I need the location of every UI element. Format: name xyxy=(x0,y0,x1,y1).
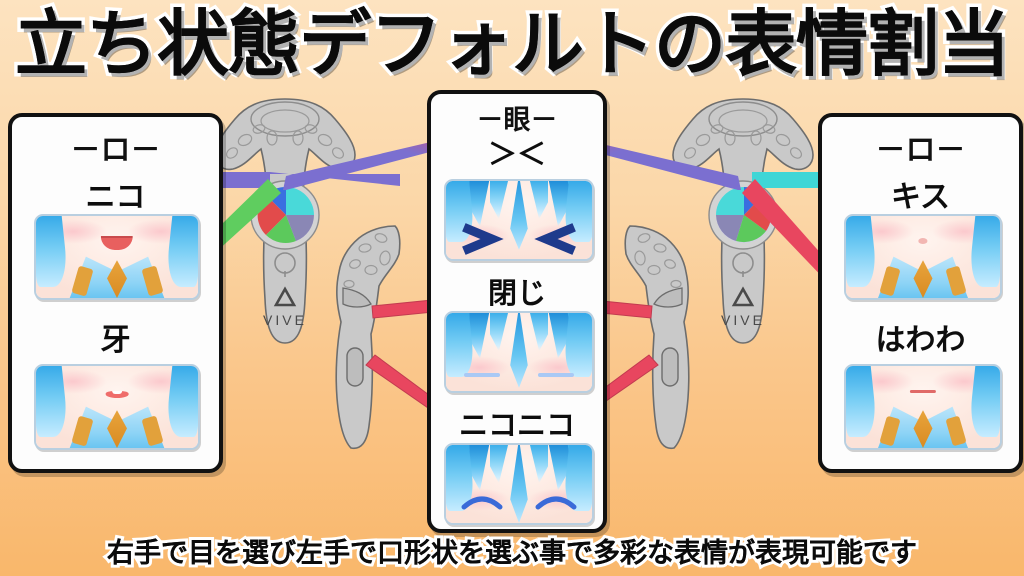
right-panel-header: －ロ－ xyxy=(875,134,966,167)
center-option-label-2: ニコニコ xyxy=(458,410,575,442)
closed-eyes-thumb[interactable] xyxy=(444,311,594,393)
right-trackpad[interactable] xyxy=(715,185,773,245)
center-option-label-0: ＞＜ xyxy=(487,139,546,171)
open-smile-mouth-thumb[interactable] xyxy=(34,214,200,300)
right-option-label-0: キス xyxy=(890,181,951,214)
kiss-mouth xyxy=(846,216,1000,298)
right-option-label-1: はわわ xyxy=(875,324,966,357)
center-eye-panel: －眼－ ＞＜ xyxy=(427,90,607,533)
open-smile-mouth xyxy=(36,216,198,298)
right-side-profile-controller[interactable] xyxy=(620,222,700,452)
left-panel-header: －ロ－ xyxy=(70,134,161,167)
svg-text:VIVE: VIVE xyxy=(263,312,307,328)
footer-caption-wrap: 右手で目を選び左手で口形状を選ぶ事で多彩な表情が表現可能です 右手で目を選び左手… xyxy=(0,535,1024,571)
center-option-label-1: 閉じ xyxy=(487,278,546,310)
flat-line-mouth-thumb[interactable] xyxy=(844,364,1002,450)
chevron-eyes xyxy=(446,181,592,259)
left-mouth-panel: －ロ－ ニコ 牙 xyxy=(8,113,223,473)
center-panel-header: －眼－ xyxy=(476,105,558,135)
chevron-eyes-thumb[interactable] xyxy=(444,179,594,261)
footer-caption: 右手で目を選び左手で口形状を選ぶ事で多彩な表情が表現可能です xyxy=(107,538,917,568)
left-option-label-0: ニコ xyxy=(85,181,146,214)
closed-eyes xyxy=(446,313,592,391)
smiling-arc-eyes-thumb[interactable] xyxy=(444,443,594,525)
footer-caption-stroke: 右手で目を選び左手で口形状を選ぶ事で多彩な表情が表現可能です xyxy=(104,535,920,571)
kiss-mouth-thumb[interactable] xyxy=(844,214,1002,300)
fang-mouth xyxy=(36,366,198,448)
smiling-arc-eyes xyxy=(446,445,592,523)
flat-line-mouth xyxy=(846,366,1000,448)
fang-mouth-thumb[interactable] xyxy=(34,364,200,450)
left-side-profile-controller[interactable] xyxy=(325,222,405,452)
right-mouth-panel: －ロ－ キス はわわ xyxy=(818,113,1023,473)
svg-text:VIVE: VIVE xyxy=(721,312,765,328)
page-title-stroke: 立ち状態デフォルトの表情割当 xyxy=(11,2,1013,89)
page-title: 立ち状態デフォルトの表情割当 xyxy=(14,5,1010,85)
left-trackpad[interactable] xyxy=(257,185,315,245)
left-option-label-1: 牙 xyxy=(100,324,131,357)
